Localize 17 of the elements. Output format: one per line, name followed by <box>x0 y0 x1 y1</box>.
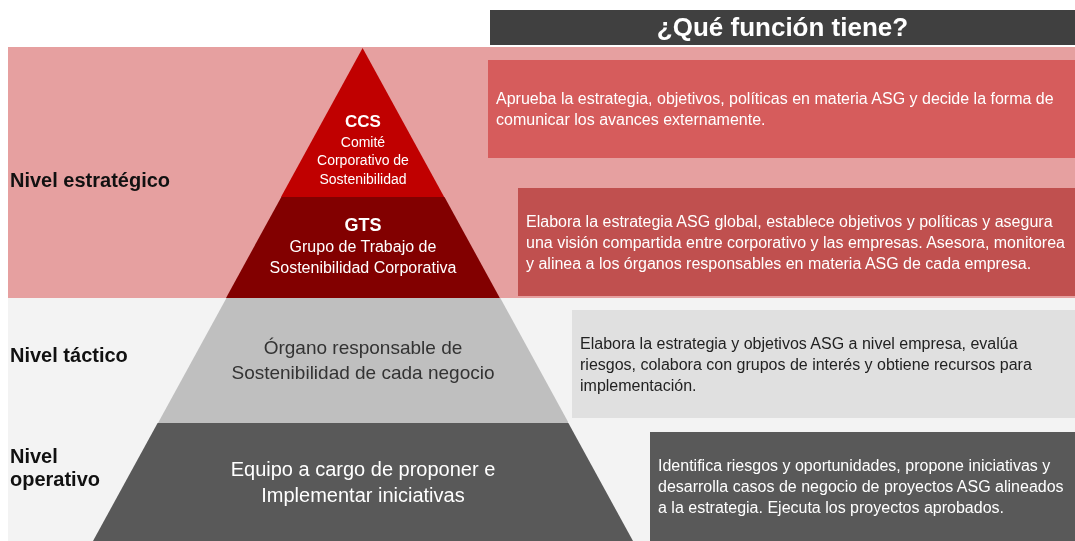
description-box: Identifica riesgos y oportunidades, propone iniciativas y desarrolla casos de negocio de proyectos ASG alineados a la estrategia. Ejecuta los proyectos aprobados. <box>650 432 1075 541</box>
level-band <box>8 298 1075 423</box>
segment-title: CCS <box>345 111 381 134</box>
segment-title: GTS <box>344 214 382 237</box>
segment-text: Órgano responsable de Sostenibilidad de cada negocio <box>230 335 496 385</box>
level-band <box>8 423 1075 541</box>
description-box: Aprueba la estrategia, objetivos, políticas en materia ASG y decide la forma de comunicar los avances externamente. <box>488 60 1075 158</box>
description-box: Elabora la estrategia ASG global, establece objetivos y políticas y asegura una visión compartida entre corporativo y las empresas. Asesora, monitorea y alinea a los órganos responsables en materia ASG de cada empresa. <box>518 188 1075 296</box>
segment-text: Comité Corporativo de Sostenibilidad <box>316 133 410 188</box>
segment-text: Grupo de Trabajo de Sostenibilidad Corporativa <box>268 237 458 279</box>
level-band <box>8 47 1075 298</box>
level-label: Nivel estratégico <box>10 169 172 192</box>
description-box: Elabora la estrategia y objetivos ASG a nivel empresa, evalúa riesgos, colabora con grupos de interés y obtiene recursos para implementación. <box>572 310 1075 418</box>
level-label: Nivel táctico <box>10 344 129 367</box>
segment-text: Equipo a cargo de proponer e Implementar iniciativas <box>229 457 497 508</box>
title-banner: ¿Qué función tiene? <box>490 10 1075 45</box>
level-label: Nivel operativo <box>10 445 102 491</box>
